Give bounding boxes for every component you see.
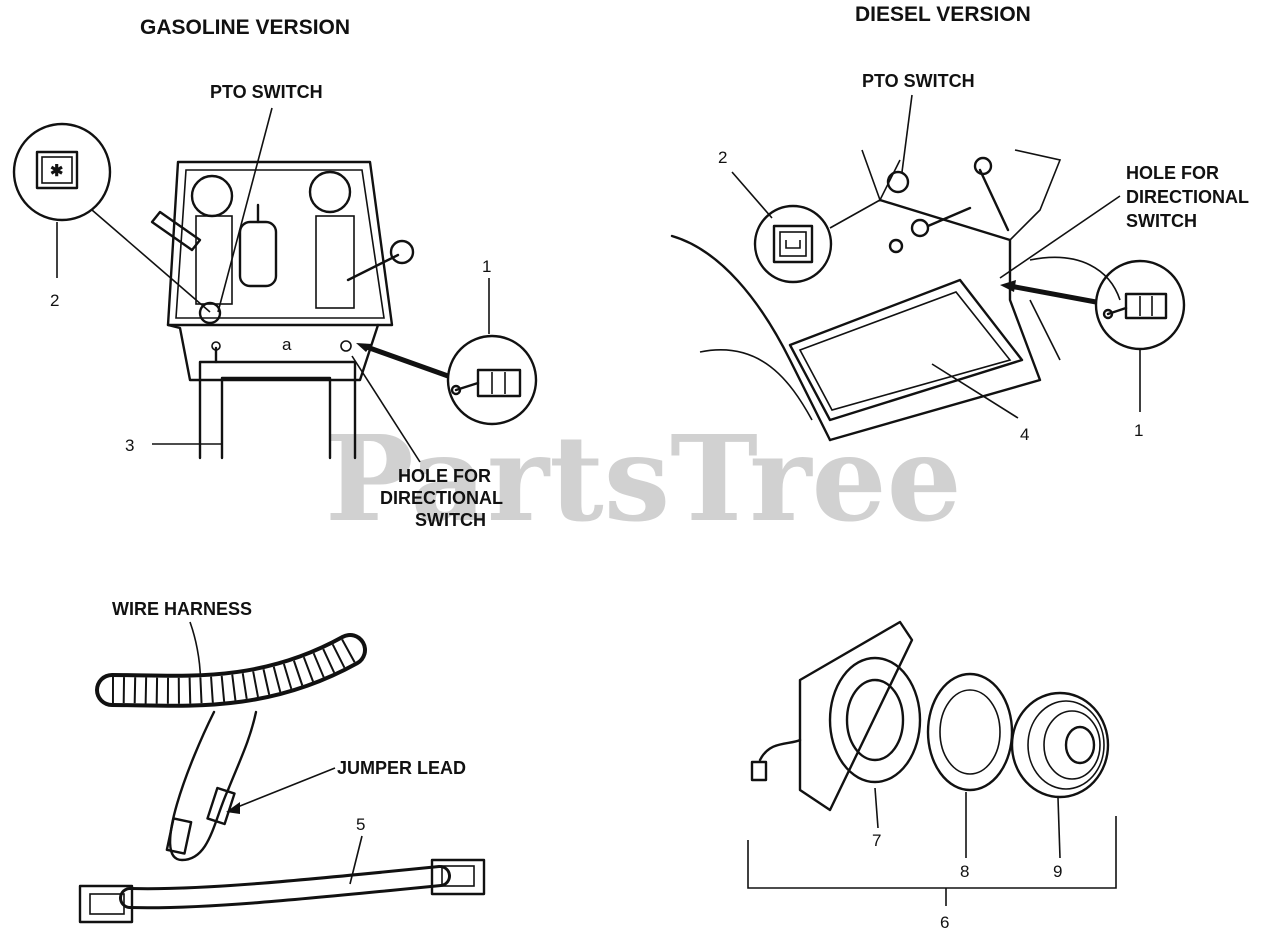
gas-callout-3: 3 [125, 436, 134, 455]
clutch-callout-6: 6 [940, 913, 949, 932]
diesel-callout-2: 2 [718, 148, 727, 167]
gas-hole-label-2: DIRECTIONAL [380, 488, 503, 508]
wire-harness-label: WIRE HARNESS [112, 599, 252, 619]
diesel-pto-leader [901, 94, 913, 173]
gas-hole-label-1: HOLE FOR [398, 466, 491, 486]
gas-pto-leader [217, 107, 273, 313]
svg-text:a: a [282, 335, 292, 354]
jumper-lead [165, 710, 258, 862]
gas-pto-switch-detail: ✱ [12, 122, 112, 222]
gas-leader-2 [91, 209, 211, 313]
diesel-hole-label-2: DIRECTIONAL [1126, 187, 1249, 207]
harness-connector-5 [78, 858, 486, 924]
diesel-hole-leader [999, 195, 1121, 279]
gas-frame: a [198, 335, 357, 460]
diesel-callout-4: 4 [1020, 425, 1029, 444]
clutch-callout-9: 9 [1053, 862, 1062, 881]
clutch-callout-8: 8 [960, 862, 969, 881]
clutch-bracket-6 [747, 816, 1117, 889]
electric-clutch-icon [750, 620, 1110, 812]
diesel-dash [670, 149, 1121, 442]
gas-dash-console [150, 160, 415, 382]
diesel-version-title: DIESEL VERSION [855, 3, 1031, 26]
gas-callout-2: 2 [50, 291, 59, 310]
gasoline-version-title: GASOLINE VERSION [140, 16, 350, 39]
gas-hole-label-3: SWITCH [415, 510, 486, 530]
diesel-callout-1: 1 [1134, 421, 1143, 440]
gas-pto-switch-label: PTO SWITCH [210, 82, 323, 102]
diesel-hole-label-3: SWITCH [1126, 211, 1197, 231]
diesel-pto-switch-label: PTO SWITCH [862, 71, 975, 91]
clutch-callout-7: 7 [872, 831, 881, 850]
pto-switch-icon: ✱ [50, 163, 63, 180]
diesel-arrow-1 [1009, 283, 1097, 305]
gas-toggle-switch-detail [446, 334, 538, 426]
wire-harness [95, 633, 367, 708]
jumper-lead-label: JUMPER LEAD [337, 758, 466, 778]
gas-hole-leader [351, 355, 421, 463]
diesel-hole-label-1: HOLE FOR [1126, 163, 1219, 183]
gas-arrow-1 [363, 343, 449, 379]
diesel-pto-switch-detail [753, 204, 833, 284]
gas-callout-1: 1 [482, 257, 491, 276]
toggle-switch-icon [450, 384, 462, 396]
harness-callout-5: 5 [356, 815, 365, 834]
diesel-toggle-switch-detail [1094, 259, 1186, 351]
